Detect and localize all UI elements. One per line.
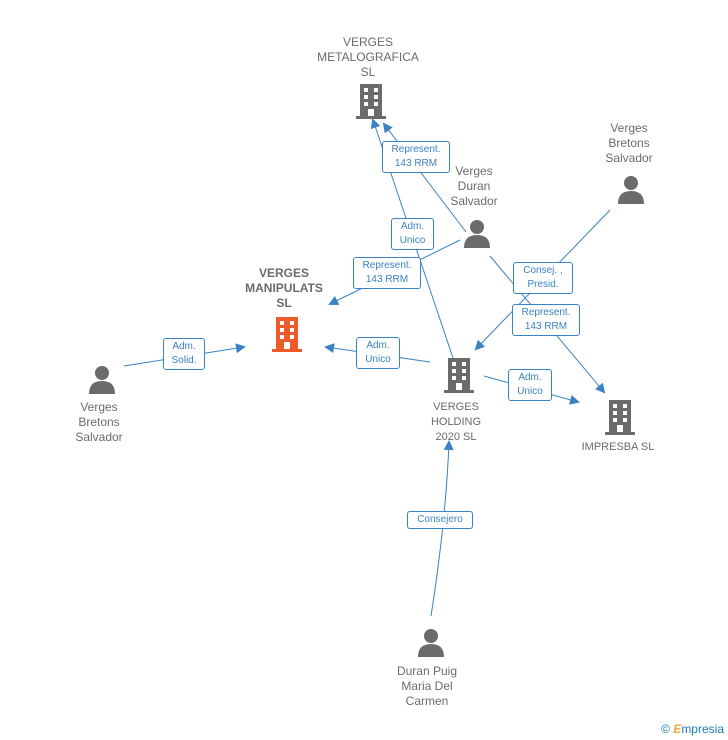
building-icon-metalografica [356,84,386,119]
node-label-duran-verges[interactable]: Verges Duran Salvador [409,164,539,209]
person-icon-duran-puig [418,629,444,657]
node-label-line: Verges [455,164,493,178]
node-label-bretons-top[interactable]: Verges Bretons Salvador [564,121,694,166]
node-label-line: Duran [457,179,491,193]
relation-line: Adm. [366,340,390,351]
footer-brand: © Empresia [661,722,724,736]
relation-line: 143 RRM [524,321,568,332]
relation-line: Consej. , [523,265,563,276]
brand-name: mpresia [681,722,724,736]
relation-line: Represent. [362,260,412,271]
node-label-line: HOLDING [430,416,482,428]
brand-logo-letter: E [673,722,682,736]
relation-adm-unico-metalografica[interactable]: Adm. Unico [391,218,434,250]
relation-adm-unico-impresba[interactable]: Adm. Unico [508,369,552,401]
relation-line: Unico [365,354,391,365]
building-icon-manipulats [272,317,302,352]
relation-line: 143 RRM [394,158,438,169]
edge-consejero [430,440,454,617]
person-icon-duran-verges [464,220,490,248]
node-label-line: MANIPULATS [245,281,323,295]
relation-represent-metalografica[interactable]: Represent. 143 RRM [382,141,450,173]
node-label-line: VERGES [433,401,479,413]
node-label-line: SL [360,65,376,79]
relation-line: Presid. [527,279,559,290]
node-label-duran-puig[interactable]: Duran Puig Maria Del Carmen [362,664,492,709]
node-label-line: Salvador [75,430,123,444]
node-label-line: Duran Puig [396,664,458,678]
node-label-line: Carmen [405,694,449,708]
node-label-line: SL [276,296,292,310]
node-label-line: Maria Del [401,679,453,693]
relation-consej-presid[interactable]: Consej. , Presid. [513,262,573,294]
node-label-bretons-left[interactable]: Verges Bretons Salvador [34,400,164,445]
node-label-line: Verges [610,121,648,135]
relation-line: Adm. [400,221,425,232]
node-label-metalografica[interactable]: VERGES METALOGRAFICA SL [303,35,433,80]
relation-line: Unico [399,235,426,246]
node-label-line: IMPRESBA SL [581,441,655,453]
node-label-line: Salvador [450,194,498,208]
node-label-line: Bretons [608,136,650,150]
relation-represent-holding[interactable]: Represent. 143 RRM [512,304,580,336]
node-label-line: VERGES [258,266,309,280]
node-label-line: Verges [80,400,118,414]
building-icon-impresba [605,400,635,435]
node-label-line: Salvador [605,151,653,165]
node-label-line: VERGES [342,35,393,49]
node-label-line: 2020 SL [435,431,477,443]
node-label-line: Bretons [78,415,120,429]
relation-line: Unico [517,386,543,397]
relation-line: Represent. [391,144,441,155]
relation-line: Consejero [417,514,463,525]
building-icon-holding [444,358,474,393]
relation-represent-manipulats[interactable]: Represent. 143 RRM [353,257,421,289]
node-label-manipulats[interactable]: VERGES MANIPULATS SL [219,266,349,311]
relation-line: 143 RRM [365,274,409,285]
relation-line: Represent. [521,307,571,318]
node-label-holding[interactable]: VERGES HOLDING 2020 SL [391,400,521,445]
relation-line: Adm. [518,372,542,383]
relation-consejero[interactable]: Consejero [407,511,473,529]
relation-adm-solid[interactable]: Adm. Solid. [163,338,205,370]
node-label-impresba[interactable]: IMPRESBA SL [553,440,683,455]
relation-line: Solid. [171,355,197,366]
person-icon-bretons-top [618,176,644,204]
person-icon-bretons-left [89,366,115,394]
relation-line: Adm. [172,341,196,352]
copyright-symbol: © [661,722,670,736]
node-label-line: METALOGRAFICA [317,50,419,64]
relation-adm-unico-manipulats[interactable]: Adm. Unico [356,337,400,369]
